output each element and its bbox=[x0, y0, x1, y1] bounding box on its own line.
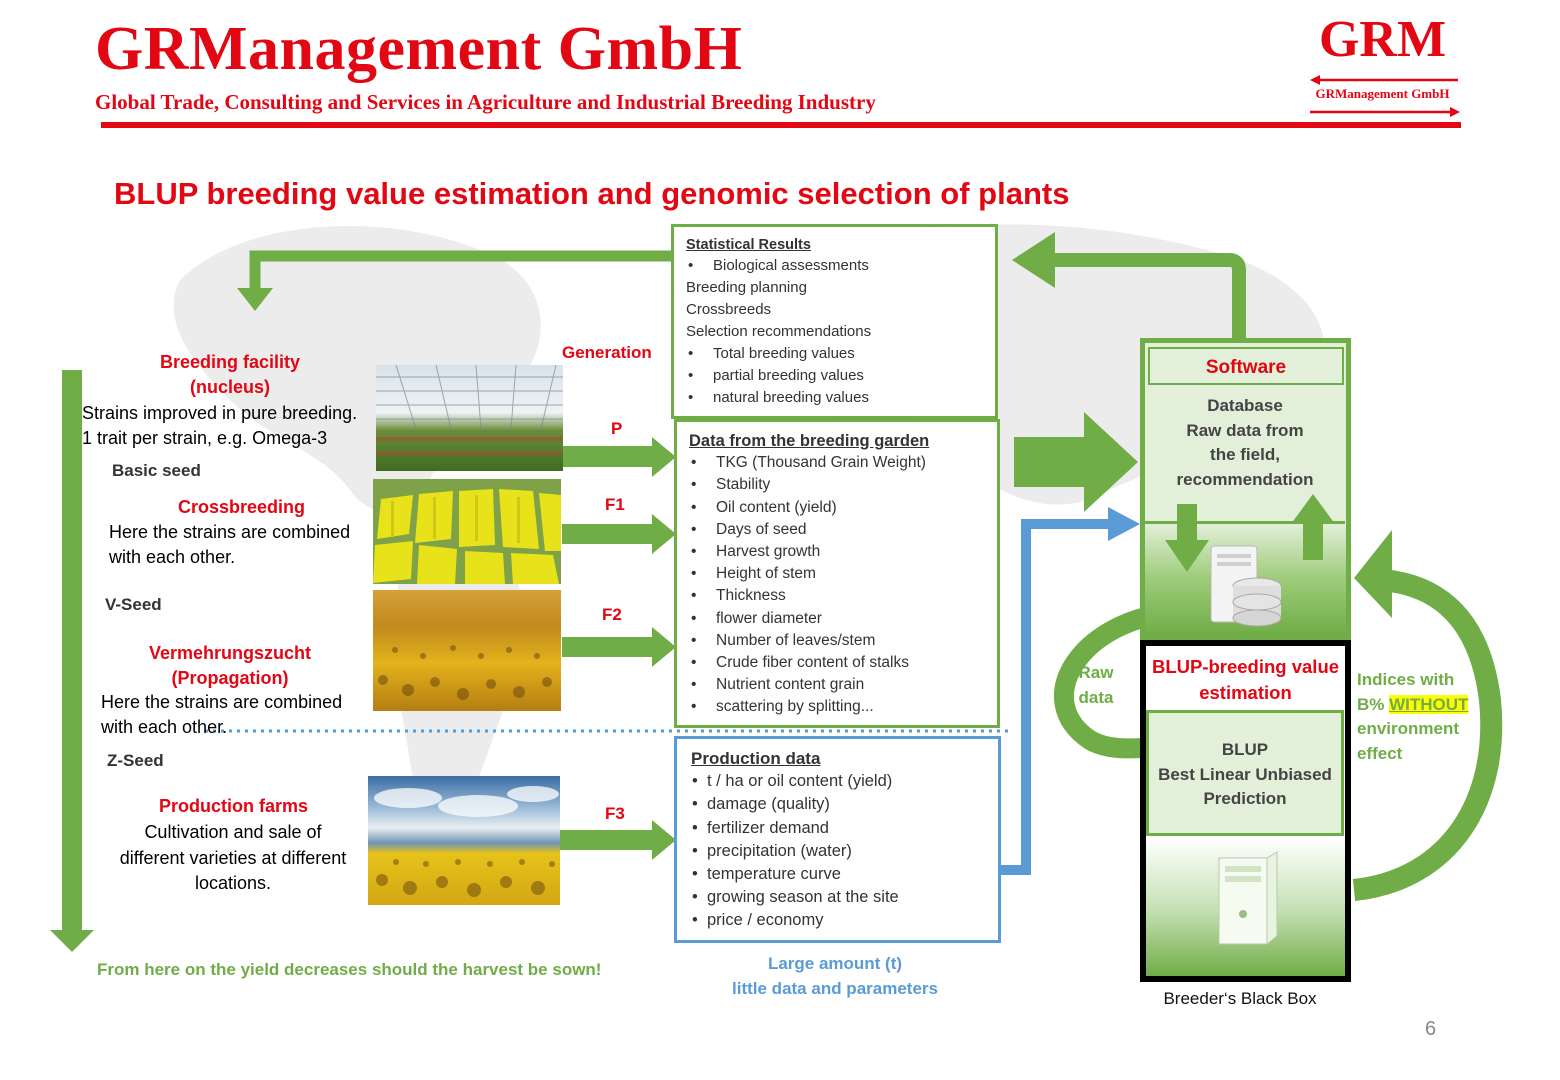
garden-item: Height of stem bbox=[689, 563, 997, 585]
garden-item: Days of seed bbox=[689, 519, 997, 541]
stat-item: •Biological assessments bbox=[688, 257, 869, 274]
software-title: Software bbox=[1148, 347, 1344, 385]
logo-arrow-left bbox=[1310, 75, 1458, 85]
stat-item: •Total breeding values bbox=[688, 345, 855, 362]
garden-item: scattering by splitting... bbox=[689, 696, 997, 718]
database-arrows bbox=[1165, 494, 1335, 572]
production-heading: Production data bbox=[691, 749, 821, 768]
production-item: growing season at the site bbox=[691, 886, 998, 909]
generation-label: Generation bbox=[562, 343, 652, 362]
production-item: temperature curve bbox=[691, 863, 998, 886]
production-to-software-arrow bbox=[999, 519, 1112, 875]
vermehrung-label: Vermehrungszucht (Propagation) bbox=[148, 643, 312, 688]
production-note: Large amount (t) little data and paramet… bbox=[732, 954, 938, 998]
company-name: GRManagement GmbH bbox=[95, 15, 743, 83]
production-item: price / economy bbox=[691, 909, 998, 932]
software-to-stats-arrow bbox=[1050, 253, 1246, 340]
stat-item: Selection recommendations bbox=[686, 323, 872, 340]
yield-decrease-note: From here on the yield decreases should … bbox=[97, 960, 602, 979]
breeding-garden-box: Data from the breeding garden TKG (Thous… bbox=[674, 419, 1000, 728]
without-highlight: WITHOUT bbox=[1389, 694, 1469, 714]
garden-item: Crude fiber content of stalks bbox=[689, 652, 997, 674]
feedback-arrow bbox=[249, 250, 672, 290]
generation-f2: F2 bbox=[602, 605, 622, 624]
slide-title: BLUP breeding value estimation and genom… bbox=[114, 176, 1070, 211]
generation-f3: F3 bbox=[605, 804, 625, 823]
generation-f1: F1 bbox=[605, 495, 625, 514]
computer-tower-icon bbox=[1218, 851, 1278, 945]
grm-logo: GRM GRManagement GmbH bbox=[1300, 12, 1465, 122]
garden-heading: Data from the breeding garden bbox=[689, 432, 930, 450]
raw-data-label: Raw data bbox=[1078, 663, 1114, 707]
production-sunflower-image bbox=[368, 776, 560, 905]
v-seed-label: V-Seed bbox=[105, 595, 162, 614]
garden-item: flower diameter bbox=[689, 608, 997, 630]
production-item: fertilizer demand bbox=[691, 817, 998, 840]
sunflower-field-image bbox=[373, 590, 561, 711]
production-list: t / ha or oil content (yield) damage (qu… bbox=[691, 770, 998, 933]
production-farms-label: Production farms bbox=[159, 796, 309, 816]
production-data-box: Production data t / ha or oil content (y… bbox=[674, 736, 1001, 943]
garden-item: Harvest growth bbox=[689, 541, 997, 563]
generation-p: P bbox=[611, 419, 623, 438]
black-box-caption: Breeder‘s Black Box bbox=[1163, 989, 1317, 1008]
garden-item: Thickness bbox=[689, 585, 997, 607]
rapeseed-field-image bbox=[373, 479, 561, 584]
stat-item: Breeding planning bbox=[686, 279, 807, 296]
logo-arrow-right bbox=[1310, 107, 1460, 117]
header-rule bbox=[101, 122, 1461, 128]
database-server-icon bbox=[1210, 545, 1282, 627]
production-item: t / ha or oil content (yield) bbox=[691, 770, 998, 793]
breeding-facility-label: Breeding facility (nucleus) bbox=[159, 352, 301, 397]
garden-item: Nutrient content grain bbox=[689, 674, 997, 696]
generation-arrows bbox=[560, 437, 676, 860]
statistical-list: •Biological assessments Breeding plannin… bbox=[686, 255, 995, 409]
garden-item: Oil content (yield) bbox=[689, 497, 997, 519]
indices-label: Indices with B% WITHOUT environment effe… bbox=[1357, 670, 1469, 763]
database-box: Database Raw data from the field, recomm… bbox=[1145, 388, 1345, 524]
stat-item: Crossbreeds bbox=[686, 301, 772, 318]
statistical-results-box: Statistical Results •Biological assessme… bbox=[671, 224, 998, 419]
stat-item: •natural breeding values bbox=[688, 389, 869, 406]
basic-seed-label: Basic seed bbox=[112, 461, 201, 480]
z-seed-label: Z-Seed bbox=[107, 751, 164, 770]
crossbreeding-label: Crossbreeding bbox=[178, 497, 306, 517]
garden-item: Stability bbox=[689, 474, 997, 496]
greenhouse-image bbox=[376, 365, 563, 471]
production-item: precipitation (water) bbox=[691, 840, 998, 863]
crossbreeding-desc: Here the strains are combined with each … bbox=[109, 522, 351, 567]
production-item: damage (quality) bbox=[691, 793, 998, 816]
raw-data-curve-arrow bbox=[1053, 602, 1177, 759]
blup-inner-box: BLUP Best Linear Unbiased Prediction bbox=[1146, 710, 1344, 836]
strains-pure-text: Strains improved in pure breeding. 1 tra… bbox=[82, 403, 358, 448]
garden-item: TKG (Thousand Grain Weight) bbox=[689, 452, 997, 474]
vermehrung-desc: Here the strains are combined with each … bbox=[101, 692, 343, 737]
page-number: 6 bbox=[1425, 1018, 1437, 1040]
logo-subtitle: GRManagement GmbH bbox=[1315, 86, 1450, 101]
statistical-heading: Statistical Results bbox=[686, 237, 811, 253]
garden-to-software-arrow bbox=[1014, 412, 1138, 512]
logo-text: GRM bbox=[1318, 11, 1447, 68]
garden-item: Number of leaves/stem bbox=[689, 630, 997, 652]
stat-item: •partial breeding values bbox=[688, 367, 864, 384]
indices-curve-arrow bbox=[1352, 569, 1503, 901]
company-tagline: Global Trade, Consulting and Services in… bbox=[95, 90, 876, 114]
production-farms-desc: Cultivation and sale of different variet… bbox=[119, 822, 347, 893]
blup-title: BLUP-breeding value estimation bbox=[1151, 656, 1340, 703]
garden-list: TKG (Thousand Grain Weight) Stability Oi… bbox=[689, 452, 997, 719]
